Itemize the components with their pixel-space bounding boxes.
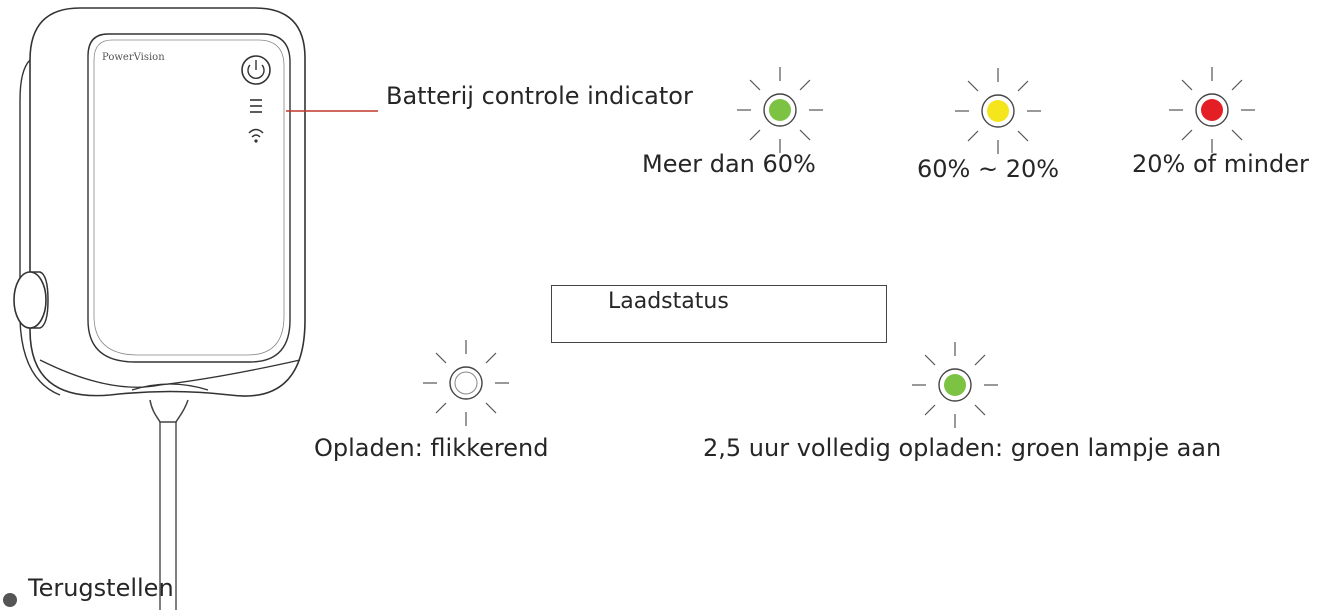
led-blinking-icon [423,340,509,426]
battery-indicator-label: Batterij controle indicator [386,82,693,110]
charging-blinking-label: Opladen: flikkerend [314,434,549,462]
power-button [241,55,271,85]
front-panel [87,33,291,363]
led-full-green-icon [912,342,998,428]
led-fill [1201,99,1223,121]
battery-indicator-icon [250,99,262,113]
led-red-icon [1169,67,1255,153]
led-yellow-icon [955,68,1041,154]
level-mid-label: 60% ~ 20% [917,155,1060,183]
led-fill [454,371,478,395]
led-fill [769,99,791,121]
device-brand-label: PowerVision [102,52,165,63]
led-fill [944,374,966,396]
reset-knob [13,271,49,329]
level-high-label: Meer dan 60% [642,150,816,178]
cable [149,399,189,610]
led-fill [987,100,1009,122]
charging-status-title: Laadstatus [608,289,729,314]
charging-status-box: Laadstatus [551,285,887,343]
wifi-icon [248,128,264,143]
charging-full-label: 2,5 uur volledig opladen: groen lampje a… [703,434,1222,462]
reset-dot [3,593,17,607]
level-low-label: 20% of minder [1132,150,1309,178]
led-green-icon [737,67,823,153]
reset-label: Terugstellen [28,574,174,602]
